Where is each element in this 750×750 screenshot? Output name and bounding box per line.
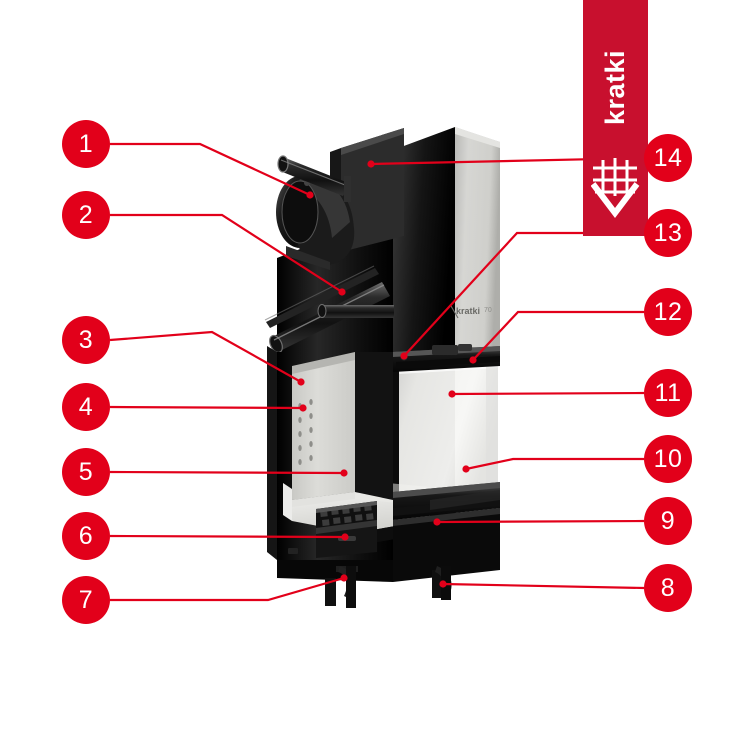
callout-9[interactable]: 9: [644, 497, 692, 545]
callout-2[interactable]: 2: [62, 191, 110, 239]
callout-10[interactable]: 10: [644, 435, 692, 483]
callout-12[interactable]: 12: [644, 288, 692, 336]
callout-8[interactable]: 8: [644, 564, 692, 612]
brand-wordmark: kratki: [600, 49, 630, 125]
glass-brand-model: 70: [484, 307, 492, 314]
callout-1[interactable]: 1: [62, 120, 110, 168]
grid-arrow-down-icon: [591, 158, 640, 218]
ash-pan-handle: [338, 536, 356, 541]
callout-3[interactable]: 3: [62, 316, 110, 364]
callout-5[interactable]: 5: [62, 448, 110, 496]
callout-4[interactable]: 4: [62, 383, 110, 431]
vermiculite-back-lining: [292, 352, 355, 500]
adjustable-leg-right: [432, 566, 452, 600]
callout-11[interactable]: 11: [644, 369, 692, 417]
firebox-inner-shadow: [355, 352, 393, 500]
brand-banner: kratki: [583, 0, 648, 236]
glass-frame-latch: [432, 345, 458, 355]
callout-6[interactable]: 6: [62, 512, 110, 560]
glass-brand-marking: kratki: [456, 306, 480, 316]
lower-skirt: [277, 508, 500, 582]
glass-pane: [399, 362, 498, 495]
callout-7[interactable]: 7: [62, 576, 110, 624]
side-panel-silver: kratki 70: [450, 127, 500, 357]
callout-14[interactable]: 14: [644, 134, 692, 182]
rear-air-pipe: [317, 304, 394, 318]
callout-13[interactable]: 13: [644, 209, 692, 257]
